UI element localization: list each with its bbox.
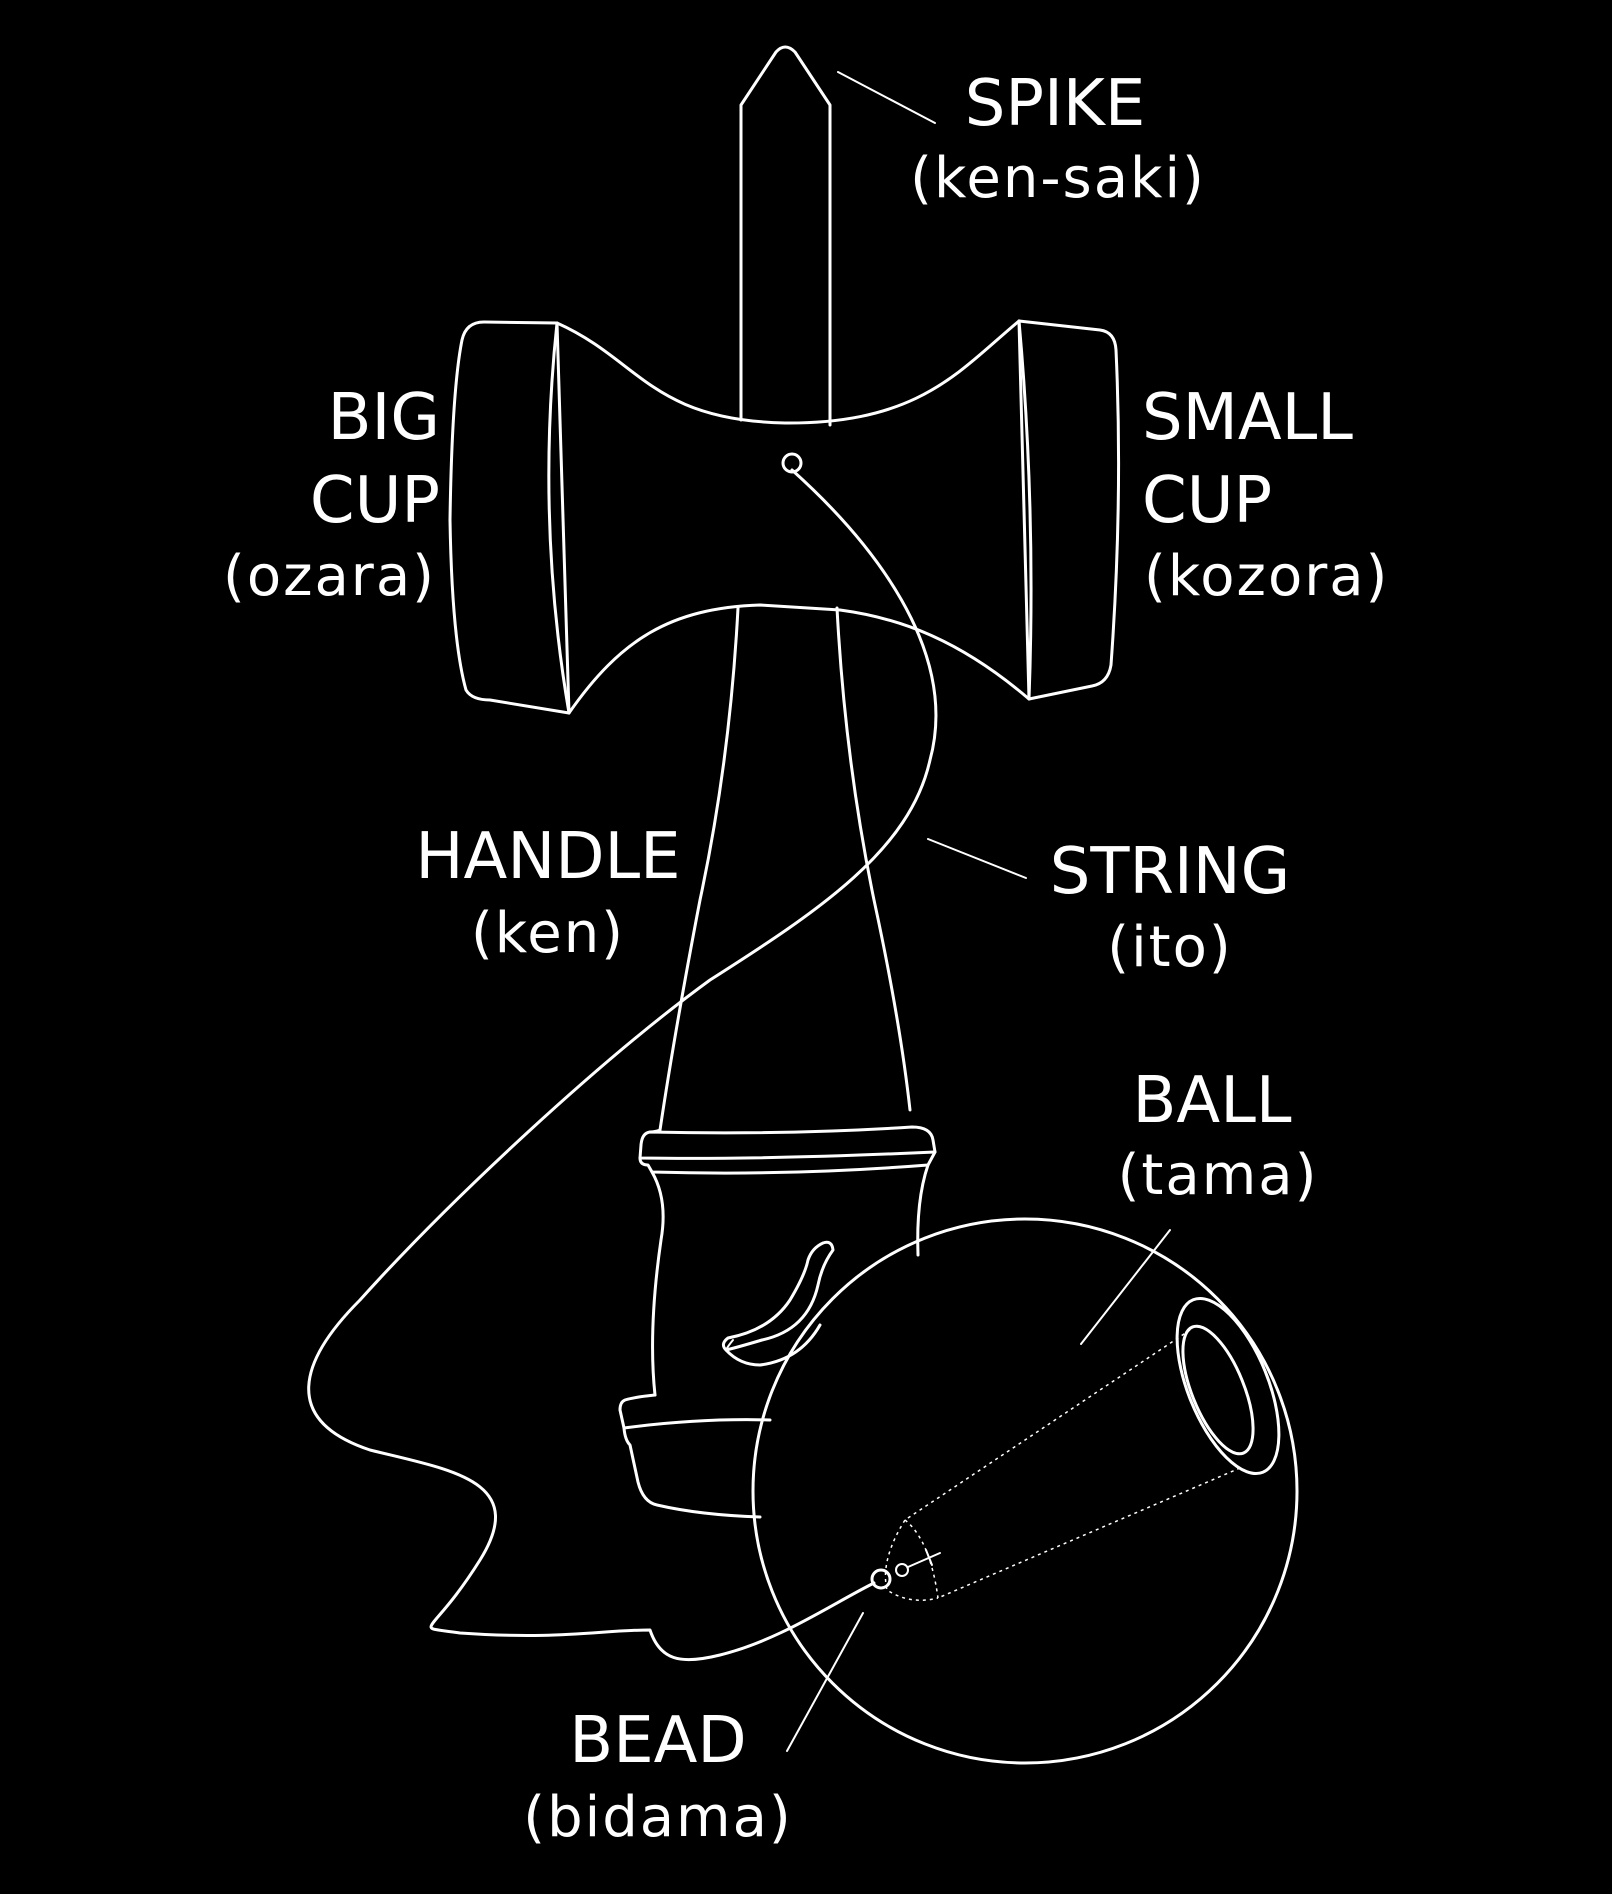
string-subtitle: (ito) bbox=[1107, 915, 1232, 980]
bead bbox=[870, 1549, 941, 1590]
big-cup-subtitle: (ozara) bbox=[223, 544, 436, 609]
big-cup bbox=[448, 320, 571, 715]
ball-label: BALL bbox=[1133, 1064, 1292, 1138]
cross-piece bbox=[555, 319, 1031, 715]
bead-label: BEAD bbox=[569, 1704, 746, 1778]
spike-label: SPIKE bbox=[965, 67, 1146, 141]
handle bbox=[618, 606, 937, 1519]
ball-leader-line bbox=[1080, 1229, 1171, 1345]
handle-label: HANDLE bbox=[415, 820, 680, 894]
ball-subtitle: (tama) bbox=[1118, 1143, 1319, 1208]
spike-subtitle: (ken-saki) bbox=[910, 146, 1206, 211]
string-label: STRING bbox=[1050, 835, 1291, 909]
ball bbox=[751, 1217, 1299, 1765]
string bbox=[307, 468, 938, 1662]
small-cup-label-line2: CUP bbox=[1142, 464, 1272, 538]
small-cup bbox=[1017, 319, 1121, 701]
bead-subtitle: (bidama) bbox=[523, 1785, 793, 1850]
spike bbox=[739, 45, 832, 427]
handle-subtitle: (ken) bbox=[471, 901, 625, 966]
small-cup-subtitle: (kozora) bbox=[1144, 544, 1389, 609]
string-leader-line bbox=[927, 838, 1027, 879]
banana-icon bbox=[721, 1240, 835, 1367]
big-cup-label-line2: CUP bbox=[310, 464, 440, 538]
bead-leader-line bbox=[786, 1612, 864, 1752]
spike-leader-line bbox=[837, 71, 936, 124]
big-cup-label-line1: BIG bbox=[328, 381, 440, 455]
small-cup-label-line1: SMALL bbox=[1142, 381, 1353, 455]
